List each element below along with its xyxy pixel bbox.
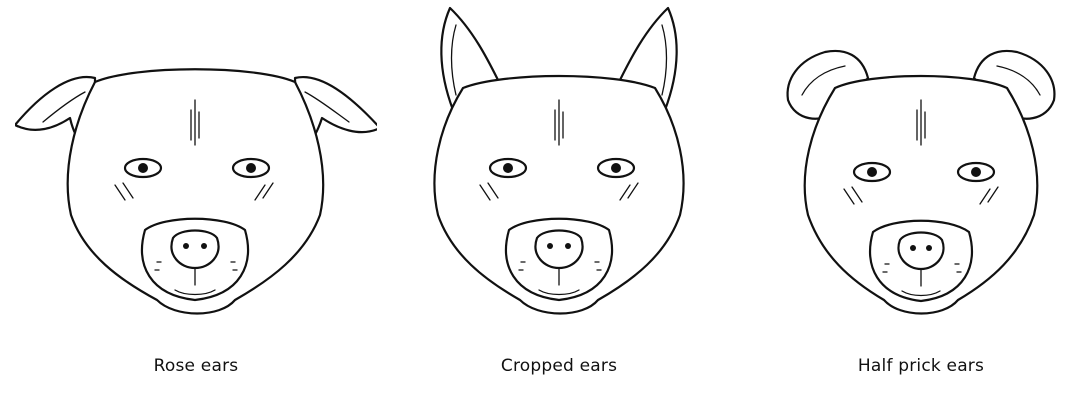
dog-head-rose-ears-illustration	[15, 0, 377, 345]
panel-half-prick-ears: Half prick ears	[740, 0, 1088, 393]
nose	[898, 233, 943, 270]
caption-half-prick-ears: Half prick ears	[740, 356, 1088, 376]
caption-rose-ears: Rose ears	[15, 356, 377, 376]
caption-cropped-ears: Cropped ears	[378, 356, 740, 376]
nose	[536, 231, 583, 269]
nose	[172, 231, 219, 269]
dog-head-cropped-ears-illustration	[378, 0, 740, 345]
dog-head-half-prick-ears-illustration	[740, 0, 1088, 345]
panel-rose-ears: Rose ears	[15, 0, 377, 393]
panel-cropped-ears: Cropped ears	[378, 0, 740, 393]
